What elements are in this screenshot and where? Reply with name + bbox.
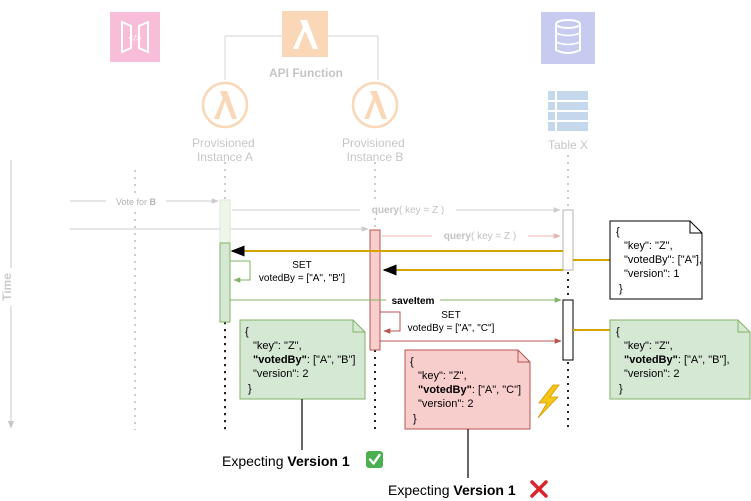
table-activation-1 [562, 209, 574, 271]
table-initial-line-4: "version": 1 [624, 268, 680, 280]
dynamodb-icon [541, 12, 595, 64]
cross-mark-icon [530, 480, 548, 498]
expectation-a-version: Version 1 [287, 453, 349, 469]
instance-b-note-key: "key": "Z", [418, 370, 467, 382]
table-initial-line-3: "votedBy": ["A"], [624, 254, 702, 266]
instance-a-note-open: { [245, 326, 249, 338]
instance-b-lambda-icon [351, 81, 399, 129]
save-item-label: saveItem [392, 296, 435, 307]
query-b-args: ( key = Z ) [471, 231, 516, 242]
instance-a-note-version: "version": 2 [253, 368, 309, 380]
instance-b-label: Provisioned Instance B [342, 136, 408, 164]
set-b-keyword: SET [441, 310, 460, 321]
api-gateway-icon: </> [110, 12, 160, 62]
instance-a-note: { "key": "Z", "votedBy": ["A", "B"] "ver… [239, 319, 366, 400]
instance-b-note-open: { [410, 356, 414, 368]
svg-text:Expecting Version 1: Expecting Version 1 [388, 482, 516, 498]
table-final-key: "key": "Z", [624, 340, 673, 352]
api-function-group [224, 35, 379, 80]
instance-b-note-version: "version": 2 [418, 398, 474, 410]
expectation-a-prefix: Expecting [222, 453, 287, 469]
instance-b-note-close: } [413, 413, 417, 425]
instance-a-activation [219, 242, 231, 323]
expectation-b-prefix: Expecting [388, 482, 453, 498]
query-b-label: query [444, 231, 472, 242]
set-a-keyword: SET [292, 260, 311, 271]
svg-text:query( key = Z ): query( key = Z ) [444, 231, 517, 242]
table-final-open: { [616, 326, 620, 338]
svg-text:Expecting Version 1: Expecting Version 1 [222, 453, 350, 469]
table-initial-line-5: } [619, 283, 623, 295]
svg-text:Vote for B: Vote for B [116, 197, 157, 207]
save-item-message: saveItem [230, 294, 562, 307]
time-label: Time [0, 273, 14, 301]
query-a-label: query [372, 205, 400, 216]
table-initial-note: { "key": "Z", "votedBy": ["A"], "version… [609, 220, 703, 300]
expectation-b: Expecting Version 1 [388, 480, 548, 498]
expectation-a: Expecting Version 1 [222, 451, 383, 469]
set-message-b: SET votedBy = ["A", "C"] [380, 310, 495, 334]
table-x-label: Table X [548, 138, 588, 152]
lambda-icon [282, 11, 328, 57]
api-function-label: API Function [269, 66, 343, 80]
instance-a-label: Provisioned Instance A [192, 136, 258, 164]
instance-a-note-close: } [248, 383, 252, 395]
table-final-note: { "key": "Z", "votedBy": ["A", "B"], "ve… [609, 319, 751, 400]
time-axis: Time [0, 160, 15, 429]
table-final-close: } [619, 383, 623, 395]
svg-text:query( key = Z ): query( key = Z ) [372, 205, 445, 216]
instance-a-note-key: "key": "Z", [253, 340, 302, 352]
table-initial-line-2: "key": "Z", [624, 240, 673, 252]
table-initial-line-1: { [616, 226, 620, 238]
set-a-value: votedBy = ["A", "B"] [259, 273, 345, 284]
vote-target: B [150, 197, 157, 207]
table-activation-2 [562, 299, 574, 361]
vote-label: Vote for [116, 197, 150, 207]
instance-b-note-voted: "votedBy": ["A", "C"] [418, 384, 521, 396]
table-icon [548, 91, 588, 131]
table-final-voted: "votedBy": ["A", "B"], [624, 354, 730, 366]
check-mark-icon [366, 451, 383, 468]
query-a-args: ( key = Z ) [399, 205, 444, 216]
vote-message: Vote for B [70, 194, 369, 232]
query-message-b: query( key = Z ) [382, 229, 561, 243]
instance-b-activation [369, 229, 381, 351]
query-message-a: query( key = Z ) [232, 203, 561, 217]
set-b-value: votedBy = ["A", "C"] [408, 323, 495, 334]
instance-a-note-voted: "votedBy": ["A", "B"] [253, 354, 355, 366]
instance-a-lambda-icon [201, 81, 249, 129]
lightning-icon [537, 384, 560, 419]
svg-text:</>: </> [128, 33, 141, 43]
instance-a-activation-faint [219, 199, 231, 245]
instance-b-note: { "key": "Z", "votedBy": ["A", "C"] "ver… [404, 349, 531, 430]
expectation-b-version: Version 1 [453, 482, 515, 498]
set-message-a: SET votedBy = ["A", "B"] [230, 260, 345, 284]
table-final-version: "version": 2 [624, 368, 680, 380]
